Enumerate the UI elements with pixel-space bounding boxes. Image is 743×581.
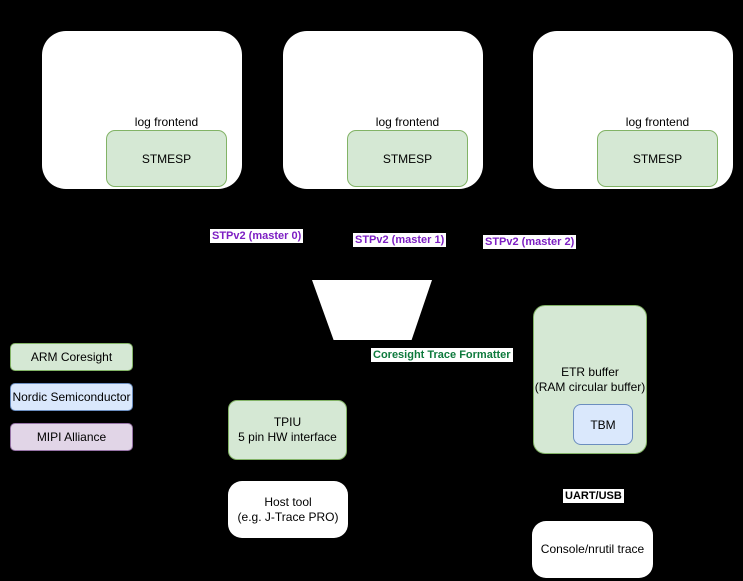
stmesp-box-1: STMESP: [347, 130, 468, 187]
stmesp-label-1: STMESP: [382, 151, 433, 166]
host-tool-label-line2: (e.g. J-Trace PRO): [237, 509, 339, 524]
stmesp-box-0: STMESP: [106, 130, 227, 187]
stmesp-box-2: STMESP: [597, 130, 718, 187]
etr-buffer-label-line1: ETR buffer: [561, 365, 619, 379]
legend-nordic-label: Nordic Semiconductor: [12, 390, 131, 404]
stp-master2-label: STPv2 (master 2): [483, 235, 577, 249]
tpiu-box: TPIU 5 pin HW interface: [228, 400, 347, 460]
log-frontend-label-0: log frontend: [134, 115, 199, 129]
legend-item-mipi-alliance: MIPI Alliance: [10, 423, 133, 451]
stmesp-label-2: STMESP: [632, 151, 683, 166]
core-box-1: log frontend STMESP: [283, 31, 483, 189]
core-box-2: log frontend STMESP: [533, 31, 733, 189]
legend-mipi-label: MIPI Alliance: [36, 430, 107, 444]
console-trace-box: Console/nrutil trace: [532, 521, 653, 578]
stp-master0-label: STPv2 (master 0): [210, 229, 304, 243]
etr-buffer-label: ETR buffer (RAM circular buffer): [534, 365, 646, 395]
legend-item-arm-coresight: ARM Coresight: [10, 343, 133, 371]
uart-usb-label: UART/USB: [563, 489, 624, 503]
log-frontend-label-2: log frontend: [625, 115, 690, 129]
host-tool-label-line1: Host tool: [264, 494, 312, 509]
legend-arm-coresight-label: ARM Coresight: [30, 350, 113, 364]
coresight-trace-formatter-label: Coresight Trace Formatter: [371, 348, 513, 362]
tbm-label: TBM: [590, 417, 616, 432]
trace-funnel-shape: [312, 280, 432, 340]
tpiu-label-line1: TPIU: [273, 415, 302, 429]
stmesp-label-0: STMESP: [141, 151, 192, 166]
legend-item-nordic-semiconductor: Nordic Semiconductor: [10, 383, 133, 411]
tbm-box: TBM: [573, 404, 633, 445]
tpiu-label-line2: 5 pin HW interface: [238, 430, 337, 444]
etr-buffer-box: ETR buffer (RAM circular buffer) TBM: [533, 305, 647, 454]
console-trace-label: Console/nrutil trace: [540, 542, 645, 556]
host-tool-box: Host tool (e.g. J-Trace PRO): [228, 481, 348, 538]
log-frontend-label-1: log frontend: [375, 115, 440, 129]
etr-buffer-label-line2: (RAM circular buffer): [534, 380, 646, 394]
stp-master1-label: STPv2 (master 1): [353, 233, 447, 247]
core-box-0: log frontend STMESP: [42, 31, 242, 189]
